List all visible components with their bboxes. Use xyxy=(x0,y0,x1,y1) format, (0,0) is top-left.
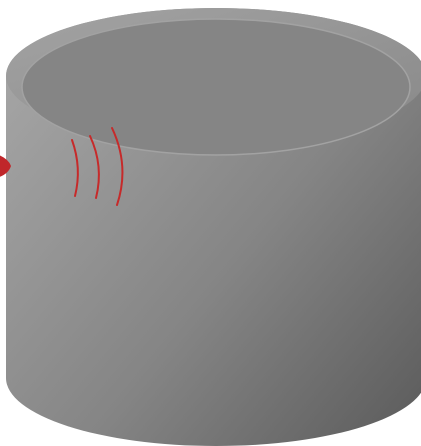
cylinder-top-surface xyxy=(22,19,410,155)
